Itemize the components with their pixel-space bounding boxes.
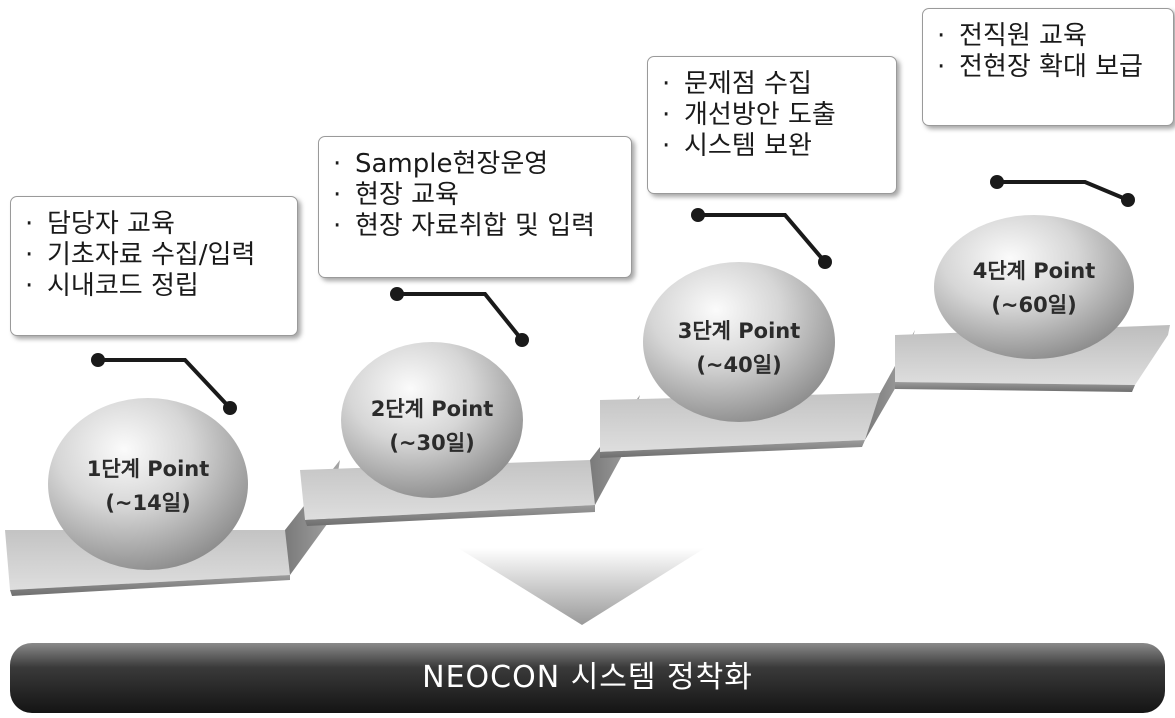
connectors [98, 180, 1129, 410]
note-text: 문제점 수집 [684, 69, 812, 99]
stage-1-notes: · 담당자 교육 · 기초자료 수집/입력 · 시내코드 정립 [10, 196, 298, 336]
note-text: 전현장 확대 보급 [959, 52, 1143, 82]
banner-bar [10, 643, 1165, 713]
note-text: 현장 자료취합 및 입력 [355, 211, 596, 241]
connector-2-start-dot [390, 287, 404, 301]
stage-1-days: (~14일) [105, 491, 191, 515]
step-3-front [600, 440, 865, 458]
step-2-front [305, 505, 595, 526]
note-item: · Sample현장운영 [333, 149, 631, 180]
note-text: Sample현장운영 [355, 149, 549, 179]
connector-3-end-dot [818, 255, 832, 269]
bullet-icon: · [333, 180, 342, 210]
connector-2-end-dot [515, 333, 529, 347]
stage-2-days: (~30일) [389, 431, 475, 455]
connector-dots [91, 175, 1135, 415]
bullet-icon: · [937, 21, 946, 51]
connector-3-start-dot [691, 208, 705, 222]
connector-2 [397, 292, 524, 342]
note-item: · 개선방안 도출 [662, 100, 896, 131]
bullet-icon: · [25, 209, 34, 239]
note-text: 담당자 교육 [47, 209, 175, 239]
stage-4-note-list: · 전직원 교육 · 전현장 확대 보급 [937, 21, 1173, 83]
stage-1-note-list: · 담당자 교육 · 기초자료 수집/입력 · 시내코드 정립 [25, 209, 297, 302]
note-item: · 기초자료 수집/입력 [25, 240, 297, 271]
connector-1 [98, 358, 232, 410]
note-text: 시스템 보완 [684, 131, 812, 161]
stage-balls [48, 215, 1134, 570]
stage-4-ball [934, 215, 1134, 359]
connector-1-end-dot [223, 401, 237, 415]
note-text: 현장 교육 [355, 180, 459, 210]
bullet-icon: · [333, 211, 342, 241]
connector-4-end-dot [1121, 193, 1135, 207]
stage-2-notes: · Sample현장운영 · 현장 교육 · 현장 자료취합 및 입력 [318, 136, 632, 278]
stage-3-note-list: · 문제점 수집 · 개선방안 도출 · 시스템 보완 [662, 69, 896, 162]
down-arrow-icon [458, 548, 705, 625]
stage-3-notes: · 문제점 수집 · 개선방안 도출 · 시스템 보완 [647, 56, 897, 194]
connector-4 [997, 180, 1129, 202]
note-item: · 시스템 보완 [662, 131, 896, 162]
bullet-icon: · [25, 271, 34, 301]
stage-3-days: (~40일) [696, 353, 782, 377]
banner-title: NEOCON 시스템 정착화 [422, 660, 753, 695]
connector-1-start-dot [91, 353, 105, 367]
stage-4-notes: · 전직원 교육 · 전현장 확대 보급 [922, 8, 1174, 126]
stage-1-title: 1단계 Point [86, 457, 210, 481]
bullet-icon: · [333, 149, 342, 179]
bullet-icon: · [662, 69, 671, 99]
step-4-front [895, 382, 1135, 392]
note-text: 전직원 교육 [959, 21, 1087, 51]
stage-2-label: 2단계 Point (~30일) [342, 392, 522, 460]
stage-4-label: 4단계 Point (~60일) [944, 254, 1124, 322]
note-item: · 시내코드 정립 [25, 271, 297, 302]
note-text: 시내코드 정립 [47, 271, 199, 301]
step-1-front [10, 575, 290, 596]
bullet-icon: · [25, 240, 34, 270]
bullet-icon: · [662, 131, 671, 161]
note-item: · 전현장 확대 보급 [937, 52, 1173, 83]
stage-2-ball [341, 342, 523, 498]
bullet-icon: · [662, 100, 671, 130]
stage-2-title: 2단계 Point [370, 397, 494, 421]
note-item: · 전직원 교육 [937, 21, 1173, 52]
stage-3-ball [643, 262, 835, 422]
connector-4-start-dot [990, 175, 1004, 189]
stage-1-ball [48, 398, 248, 570]
note-text: 개선방안 도출 [684, 100, 836, 130]
note-text: 기초자료 수집/입력 [47, 240, 256, 270]
note-item: · 현장 교육 [333, 180, 631, 211]
stage-2-note-list: · Sample현장운영 · 현장 교육 · 현장 자료취합 및 입력 [333, 149, 631, 242]
connector-3 [698, 213, 827, 264]
stage-3-label: 3단계 Point (~40일) [649, 314, 829, 382]
note-item: · 담당자 교육 [25, 209, 297, 240]
stage-1-label: 1단계 Point (~14일) [58, 452, 238, 520]
stage-4-days: (~60일) [991, 293, 1077, 317]
stage-3-title: 3단계 Point [677, 319, 801, 343]
note-item: · 문제점 수집 [662, 69, 896, 100]
stage-4-title: 4단계 Point [972, 259, 1096, 283]
note-item: · 현장 자료취합 및 입력 [333, 211, 631, 242]
bullet-icon: · [937, 52, 946, 82]
